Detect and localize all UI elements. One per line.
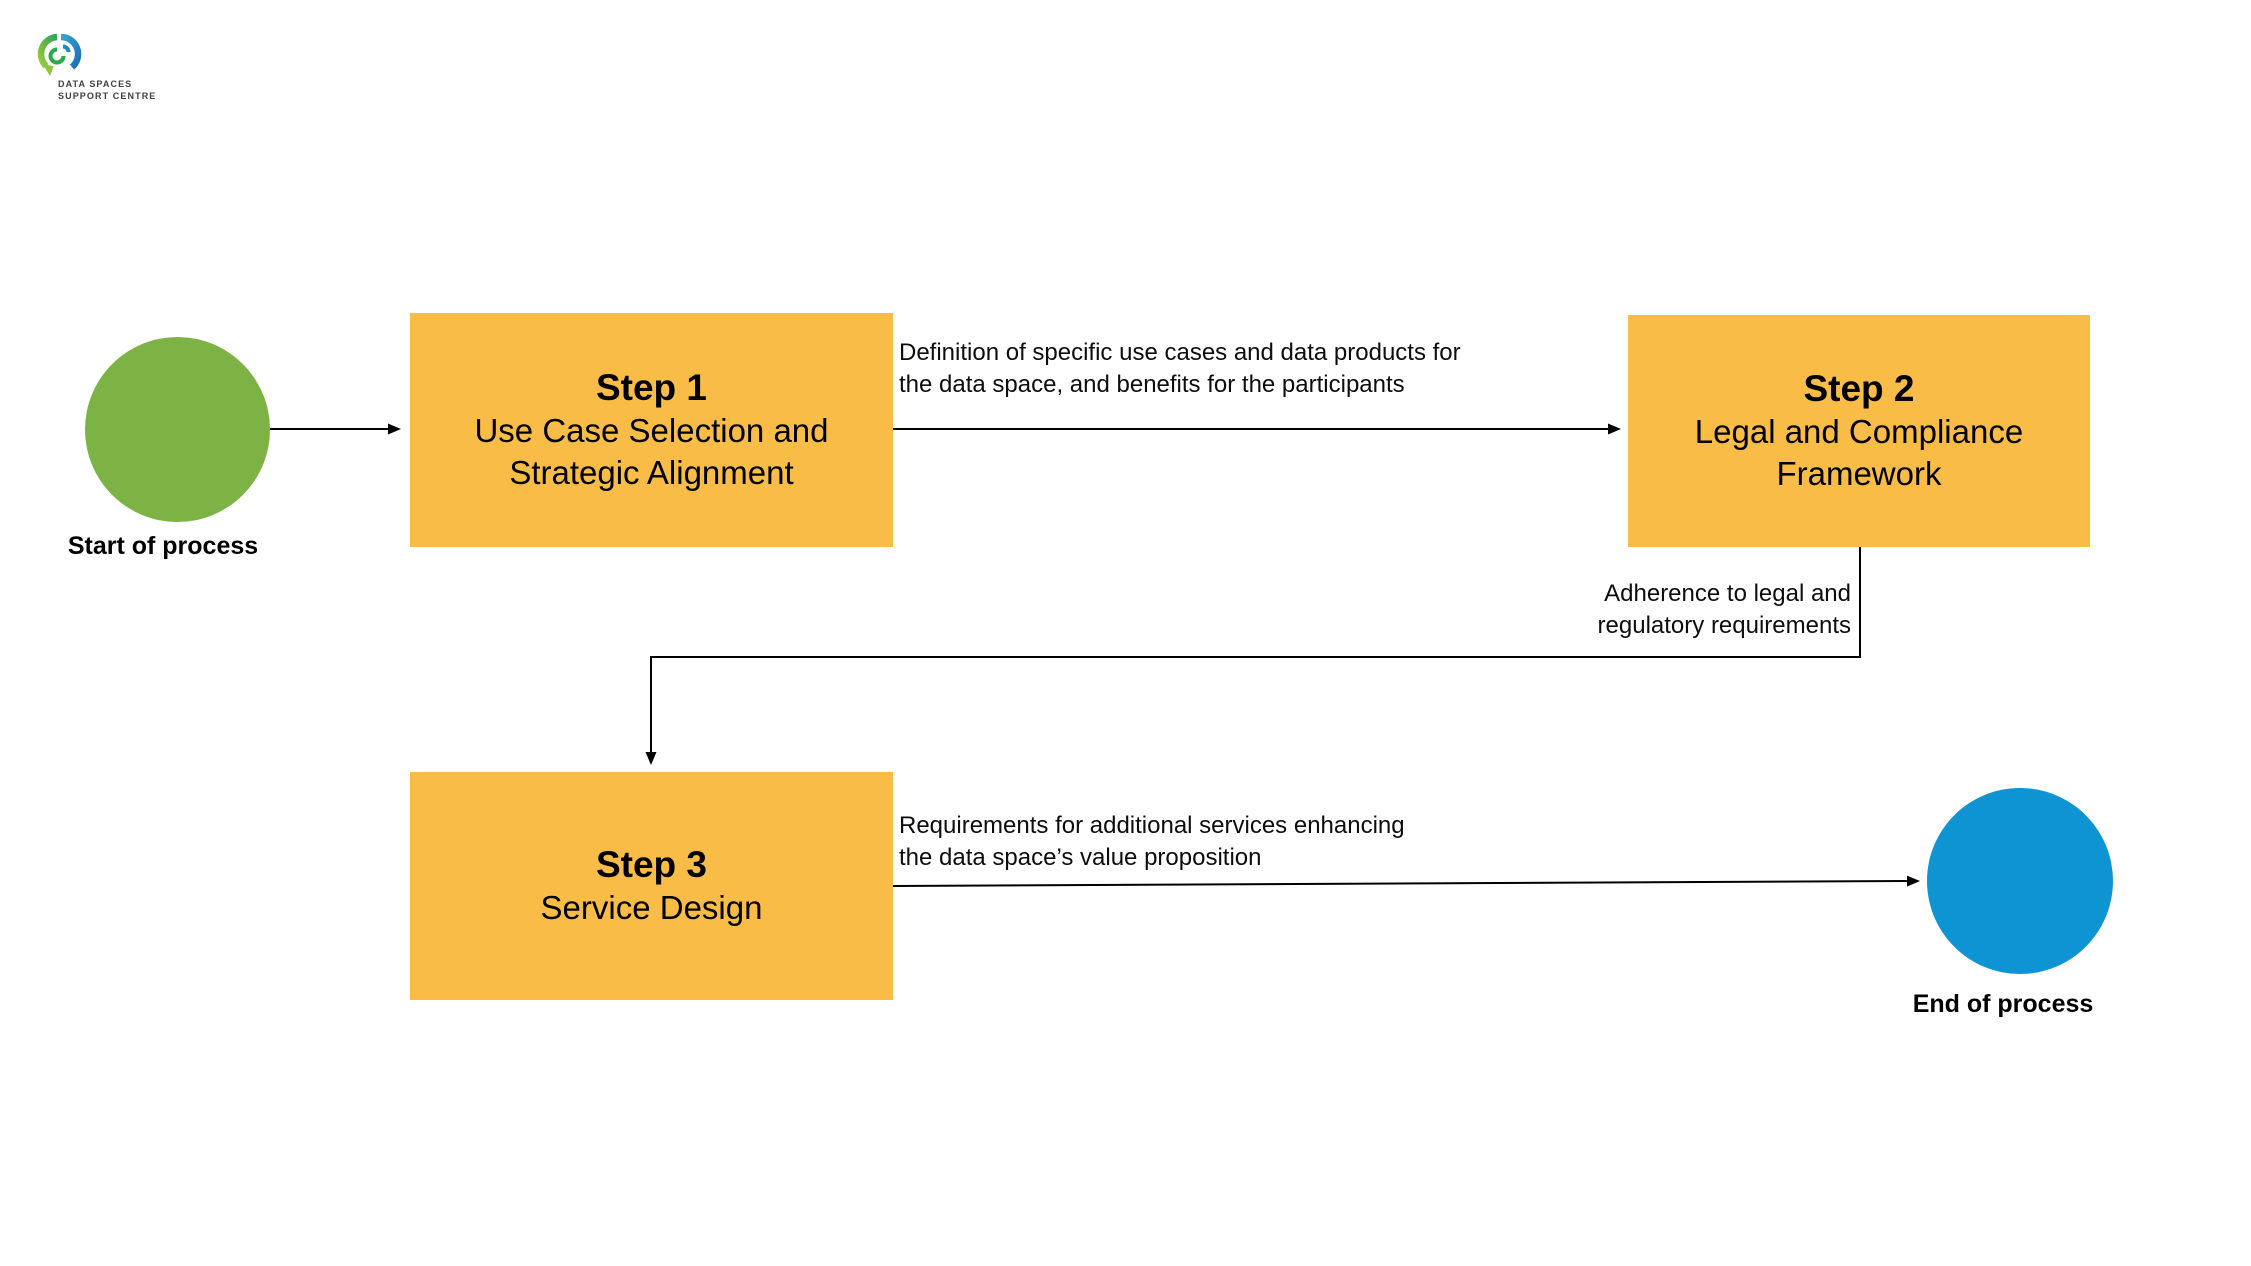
step-2-box: Step 2 Legal and Compliance Framework [1628, 315, 2090, 547]
arrow-step2-to-step3 [645, 547, 1861, 765]
step-1-box: Step 1 Use Case Selection and Strategic … [410, 313, 893, 547]
edge-label-step2-step3: Adherence to legal and regulatory requir… [1597, 580, 1851, 639]
step-1-title: Step 1 [595, 366, 708, 408]
dssc-swirl-logo-icon [37, 33, 82, 76]
step-3-box: Step 3 Service Design [410, 772, 893, 1000]
start-node-circle [85, 337, 270, 522]
step-2-subtitle: Legal and Compliance Framework [1694, 412, 2024, 493]
logo-wordmark: DATA SPACES SUPPORT CENTRE [58, 79, 156, 102]
step-2-title: Step 2 [1803, 367, 1915, 409]
dssc-logo: DATA SPACES SUPPORT CENTRE [35, 32, 156, 102]
edge-label-step1-step2: Definition of specific use cases and dat… [899, 339, 1461, 398]
start-node-label: Start of process [67, 532, 259, 560]
end-node-circle [1927, 788, 2113, 974]
edge-label-step3-end: Requirements for additional services enh… [899, 812, 1405, 871]
end-node-label: End of process [1912, 990, 2094, 1018]
logo-text-line1: DATA SPACES [58, 79, 133, 89]
logo-text-line2: SUPPORT CENTRE [58, 90, 157, 101]
step-3-title: Step 3 [595, 843, 708, 885]
step-3-subtitle: Service Design [540, 889, 763, 927]
step-1-subtitle: Use Case Selection and Strategic Alignme… [474, 411, 829, 492]
arrow-step3-to-end [892, 875, 1920, 887]
